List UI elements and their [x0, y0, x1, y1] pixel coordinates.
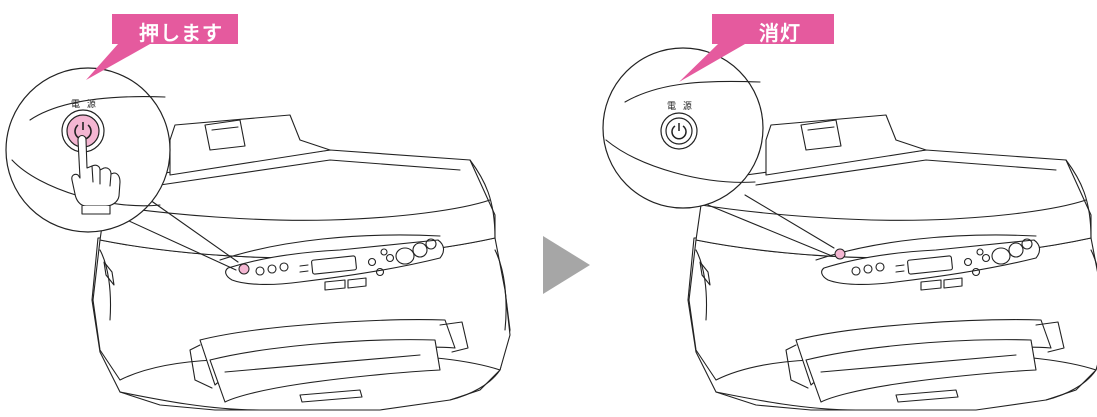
printer-right-power-button [835, 249, 845, 259]
right-power-label: 電 源 [667, 99, 694, 112]
printer-left-power-button [239, 264, 249, 274]
right-callout-label: 消灯 [724, 17, 836, 46]
left-callout-label: 押します [118, 17, 244, 46]
left-power-label: 電 源 [71, 97, 98, 110]
right-triangle-arrow-icon [543, 236, 590, 294]
